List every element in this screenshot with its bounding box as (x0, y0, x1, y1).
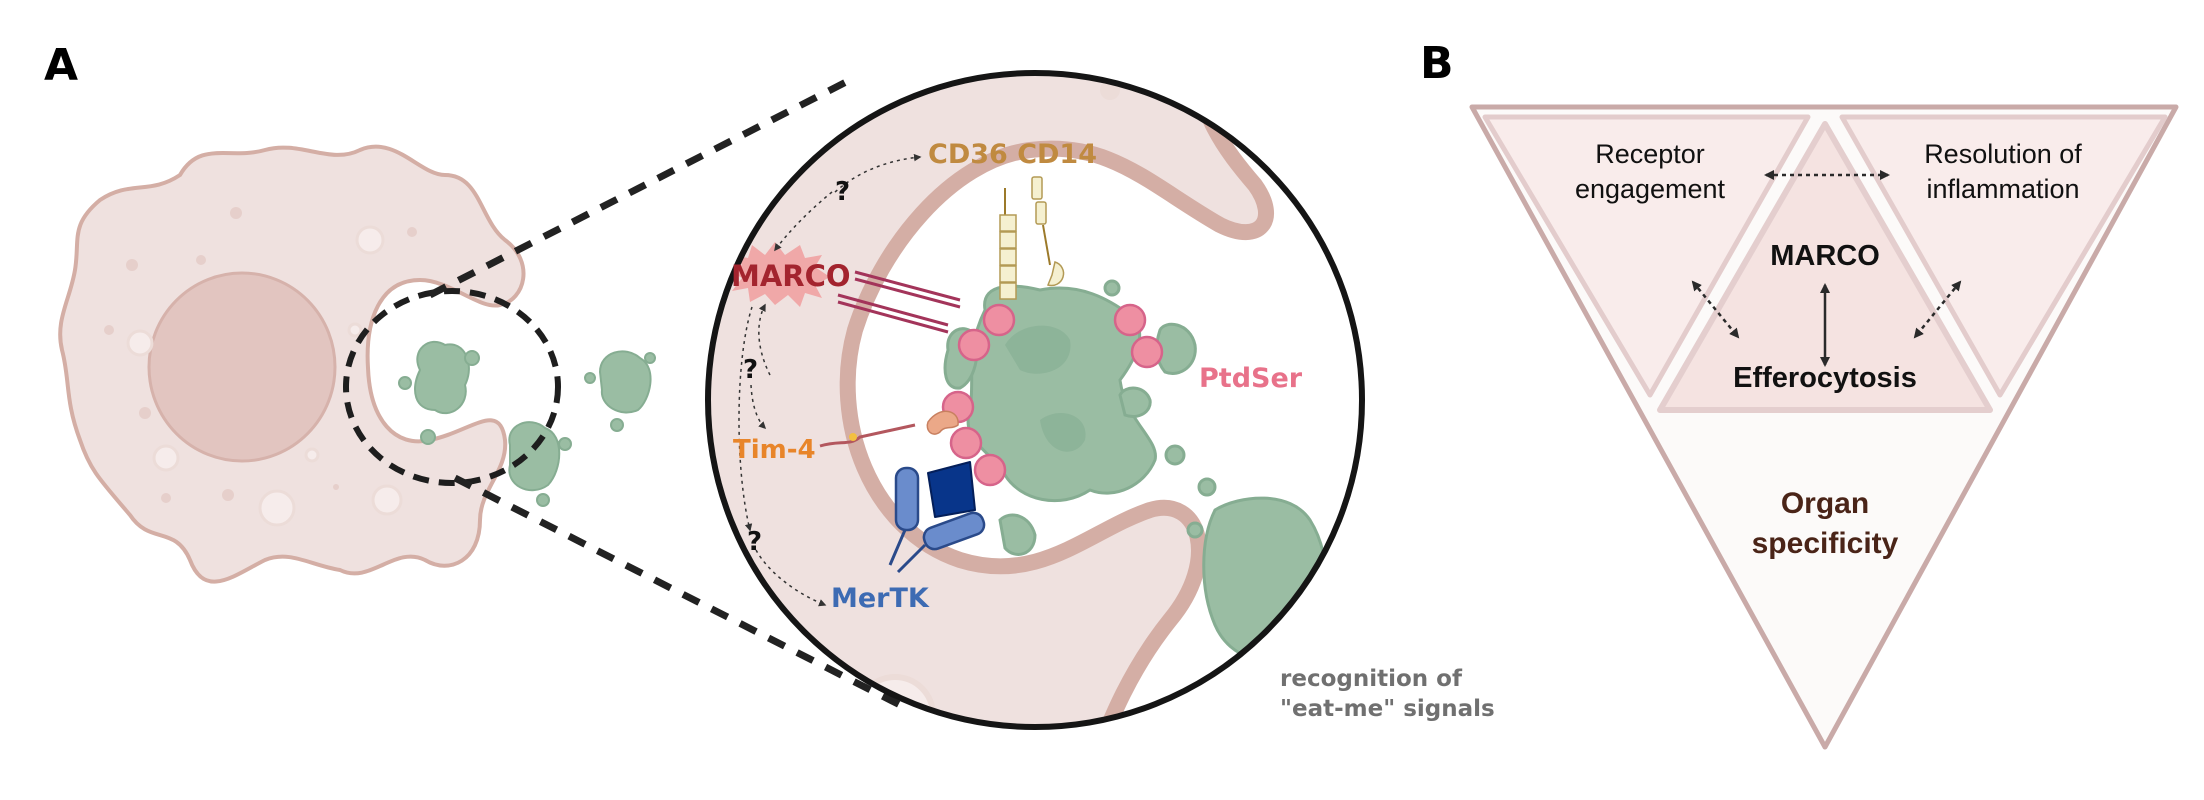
phagocytic-cup-membrane (839, 73, 1274, 727)
macrophage-cell (58, 144, 526, 584)
magnifier-ring (705, 70, 1365, 730)
zoom-line-top (428, 76, 852, 299)
caption-line-2: "eat-me" signals (1280, 696, 1495, 722)
label-tim4: Tim-4 (733, 435, 816, 465)
triangle-diagram (1469, 104, 2179, 750)
cd36-cd14-receptors (999, 176, 1065, 300)
text-resolution-2: inflammation (1926, 174, 2079, 204)
magnified-view (708, 73, 1362, 727)
label-mertk: MerTK (831, 583, 930, 614)
panel-a-letter: A (44, 40, 78, 91)
dotted-arrows (738, 153, 922, 607)
marco-receptor-fibers (837, 270, 961, 334)
arrow-right-diagonal (1913, 280, 1962, 339)
zoom-line-bottom (453, 474, 902, 709)
vesicles (126, 225, 403, 527)
text-receptor-engagement-2: engagement (1575, 174, 1726, 204)
text-specificity: specificity (1752, 527, 1899, 560)
text-receptor-engagement-1: Receptor (1595, 139, 1705, 169)
question-mark-cd36: ? (835, 177, 850, 207)
zoom-region-circle (343, 288, 561, 486)
panel-b-letter: B (1420, 38, 1454, 89)
text-marco: MARCO (1770, 240, 1880, 272)
label-ptdser: PtdSer (1199, 363, 1303, 394)
left-triangle (1482, 114, 1811, 398)
text-organ: Organ (1781, 487, 1869, 520)
mertk-receptor (888, 461, 986, 574)
question-mark-tim4: ? (743, 355, 758, 385)
caption-line-1: recognition of (1280, 666, 1463, 692)
granules (104, 207, 417, 503)
question-mark-mertk: ? (747, 527, 762, 557)
label-marco: MARCO (731, 259, 851, 293)
ptdser-spheres (941, 303, 1164, 487)
text-efferocytosis: Efferocytosis (1733, 362, 1917, 394)
text-resolution-1: Resolution of (1924, 139, 2082, 169)
arrow-left-diagonal (1691, 280, 1740, 339)
tim4-receptor (819, 410, 959, 448)
marco-highlight-burst (728, 242, 830, 307)
label-cd36-cd14: CD36 CD14 (928, 139, 1097, 170)
nucleus (147, 271, 337, 463)
center-triangle (1657, 121, 1993, 413)
right-triangle (1839, 114, 2168, 398)
apoptotic-bodies-small (398, 340, 656, 507)
macrophage-interior (708, 73, 1263, 727)
